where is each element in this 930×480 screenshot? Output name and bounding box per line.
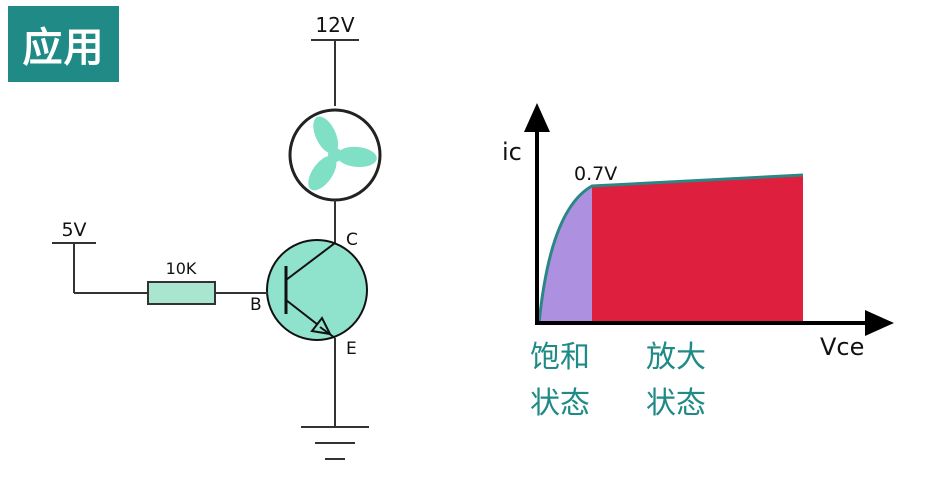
saturation-caption-line1: 饱和 xyxy=(530,340,590,375)
base-label: B xyxy=(250,295,262,315)
saturation-region xyxy=(539,186,592,323)
input-voltage-label: 5V xyxy=(61,219,86,241)
knee-voltage-label: 0.7V xyxy=(574,163,617,185)
ground-icon xyxy=(301,426,369,460)
ic-vce-curve xyxy=(537,173,804,324)
y-axis-arrow xyxy=(524,103,550,132)
amplification-caption-line1: 放大 xyxy=(646,340,706,375)
y-axis-label: ic xyxy=(502,138,522,166)
supply-voltage-label: 12V xyxy=(315,13,354,37)
saturation-caption-line2: 状态 xyxy=(530,386,590,421)
transistor-npn xyxy=(266,239,368,341)
amplification-region xyxy=(592,175,803,323)
collector-label: C xyxy=(346,230,358,250)
x-axis-arrow xyxy=(865,310,894,336)
resistor xyxy=(147,281,216,305)
section-title-badge: 应用 xyxy=(8,6,119,82)
fan-icon xyxy=(288,108,382,202)
x-axis-label: Vce xyxy=(820,333,864,361)
resistor-label: 10K xyxy=(166,259,197,278)
amplification-caption-line2: 状态 xyxy=(646,386,706,421)
emitter-label: E xyxy=(346,339,357,359)
